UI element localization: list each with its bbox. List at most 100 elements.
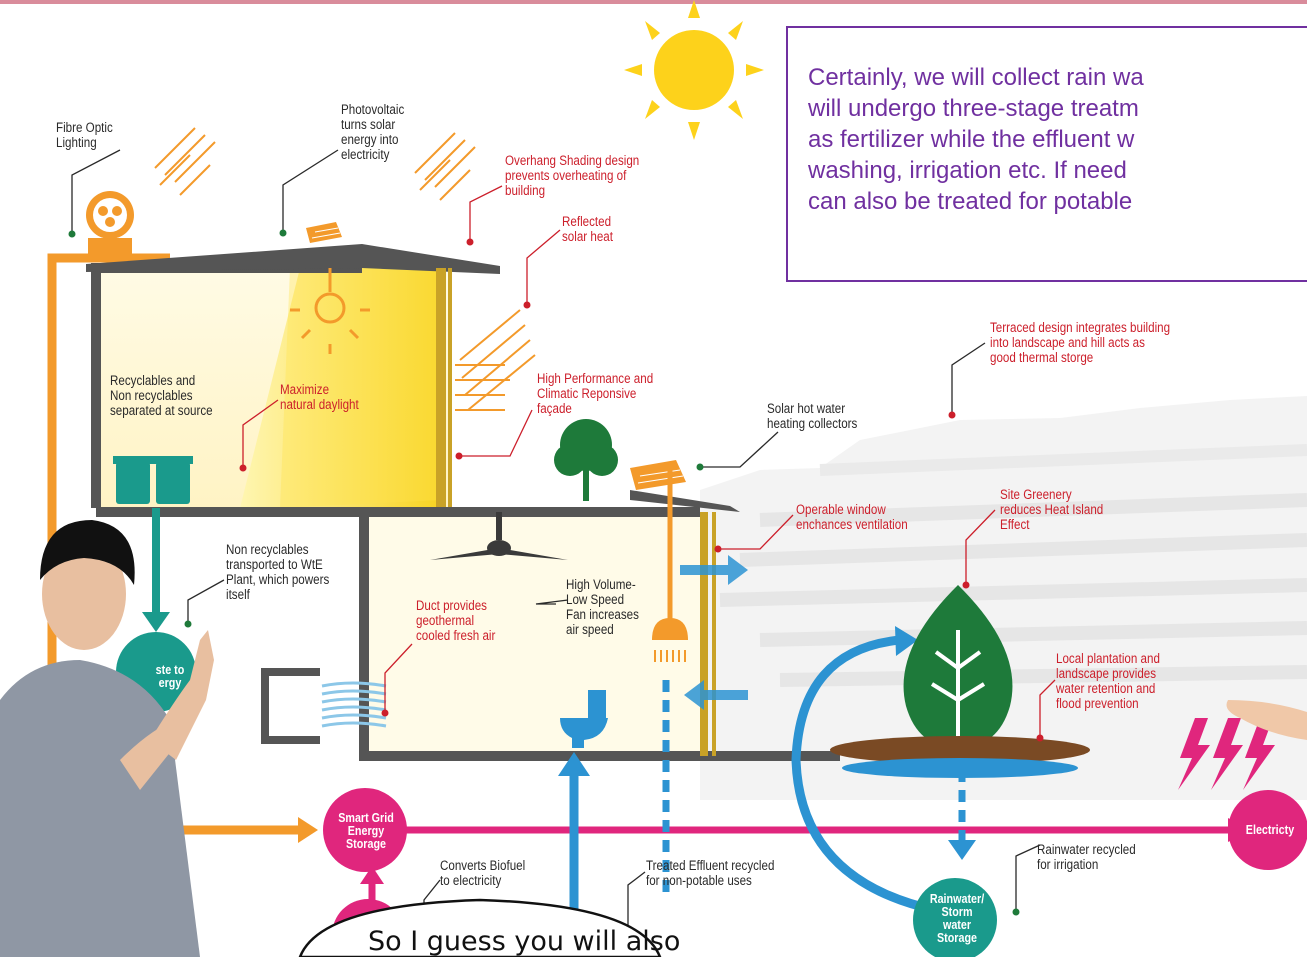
label-treated-effluent: Treated Effluent recycled for non-potabl… bbox=[646, 858, 774, 888]
label-line: water retention and bbox=[1056, 681, 1156, 696]
sun-rays bbox=[154, 127, 536, 411]
circle-line: Smart Grid bbox=[338, 811, 394, 825]
label-line: turns solar bbox=[341, 117, 396, 132]
label-line: Local plantation and bbox=[1056, 651, 1160, 666]
label-line: landscape provides bbox=[1056, 666, 1157, 681]
label-solar-hot-water: Solar hot water heating collectors bbox=[767, 401, 857, 431]
building-upper bbox=[86, 244, 500, 508]
label-line: Overhang Shading design bbox=[505, 153, 640, 168]
label-line: building bbox=[505, 183, 546, 198]
label-line: Terraced design integrates building bbox=[990, 320, 1171, 335]
label-overhang: Overhang Shading design prevents overhea… bbox=[505, 153, 639, 198]
fibre-optic-lamp-icon bbox=[86, 191, 134, 258]
label-line: Duct provides bbox=[416, 598, 487, 613]
label-line: into landscape and hill acts as bbox=[990, 335, 1145, 350]
geothermal-duct bbox=[261, 668, 387, 744]
label-line: Maximize bbox=[280, 382, 330, 397]
label-line: enchances ventilation bbox=[796, 517, 908, 532]
label-reflected: Reflected solar heat bbox=[562, 214, 613, 244]
circle-waste-to-energy: ste to ergy bbox=[144, 664, 196, 690]
label-line: energy into bbox=[341, 132, 399, 147]
label-operable-window: Operable window enchances ventilation bbox=[796, 502, 908, 532]
label-line: heating collectors bbox=[767, 416, 858, 431]
ceiling-fan-icon bbox=[430, 512, 568, 560]
label-site-greenery: Site Greenery reduces Heat Island Effect bbox=[1000, 487, 1103, 532]
label-line: façade bbox=[537, 401, 572, 416]
label-line: Fibre Optic bbox=[56, 120, 113, 135]
label-line: Treated Effluent recycled bbox=[646, 858, 775, 873]
label-recyclables: Recyclables and Non recyclables separate… bbox=[110, 373, 213, 418]
circle-rainwater-storage: Rainwater/ Storm water Storage bbox=[927, 893, 987, 945]
label-line: Lighting bbox=[56, 135, 97, 150]
label-line: to electricity bbox=[440, 873, 502, 888]
callout-line: washing, irrigation etc. If need bbox=[808, 157, 1127, 184]
circle-shapes bbox=[116, 508, 1307, 957]
label-line: Photovoltaic bbox=[341, 102, 405, 117]
label-daylight: Maximize natural daylight bbox=[280, 382, 359, 412]
leader-lines bbox=[71, 149, 1056, 940]
orange-arrow bbox=[298, 817, 318, 843]
label-line: Recyclables and bbox=[110, 373, 196, 388]
circle-smart-grid: Smart Grid Energy Storage bbox=[335, 812, 397, 851]
label-line: for irrigation bbox=[1037, 857, 1099, 872]
callout-box: Certainly, we will collect rain wa will … bbox=[786, 26, 1307, 282]
label-line: transported to WtE bbox=[226, 557, 323, 572]
callout-line: Certainly, we will collect rain wa bbox=[808, 64, 1144, 91]
label-rainwater-recycled: Rainwater recycled for irrigation bbox=[1037, 842, 1136, 872]
callout-line: as fertilizer while the effluent w bbox=[808, 126, 1135, 153]
label-line: High Volume- bbox=[566, 577, 636, 592]
label-line: Low Speed bbox=[566, 592, 625, 607]
label-line: Fan increases bbox=[566, 607, 639, 622]
presenter-figure bbox=[0, 520, 214, 957]
label-line: Site Greenery bbox=[1000, 487, 1072, 502]
callout-line: will undergo three-stage treatm bbox=[808, 95, 1139, 122]
label-duct: Duct provides geothermal cooled fresh ai… bbox=[416, 598, 495, 643]
label-line: High Performance and bbox=[537, 371, 654, 386]
label-facade: High Performance and Climatic Reponsive … bbox=[537, 371, 653, 416]
circle-line: Storage bbox=[936, 931, 978, 945]
building-lower bbox=[96, 490, 840, 761]
leaf-icon bbox=[830, 585, 1090, 778]
circle-line: Storage bbox=[345, 837, 387, 851]
callout-text: Certainly, we will collect rain wa will … bbox=[808, 62, 1307, 217]
circle-line: ergy bbox=[158, 676, 182, 690]
label-line: prevents overheating of bbox=[505, 168, 627, 183]
label-line: separated at source bbox=[110, 403, 213, 418]
recycle-bin-icon bbox=[113, 456, 193, 504]
label-line: itself bbox=[226, 587, 250, 602]
label-line: Non recyclables bbox=[110, 388, 193, 403]
sun-icon bbox=[624, 0, 764, 140]
circle-line: Energy bbox=[347, 824, 385, 838]
label-line: Non recyclables bbox=[226, 542, 309, 557]
label-line: Operable window bbox=[796, 502, 886, 517]
label-line: good thermal storge bbox=[990, 350, 1094, 365]
label-line: Rainwater recycled bbox=[1037, 842, 1136, 857]
toilet-icon bbox=[560, 690, 608, 748]
speech-bubble-text: So I guess you will also bbox=[368, 926, 681, 957]
label-line: Converts Biofuel bbox=[440, 858, 526, 873]
label-line: Plant, which powers bbox=[226, 572, 330, 587]
label-biofuel: Converts Biofuel to electricity bbox=[440, 858, 525, 888]
label-line: Solar hot water bbox=[767, 401, 846, 416]
label-line: flood prevention bbox=[1056, 696, 1139, 711]
label-terraced: Terraced design integrates building into… bbox=[990, 320, 1170, 365]
circle-line: Electricty bbox=[1245, 823, 1295, 837]
leader-dots bbox=[68, 229, 1044, 916]
lightning-icon bbox=[1178, 718, 1275, 790]
light-bulb-icon bbox=[290, 268, 370, 354]
top-band bbox=[0, 0, 1307, 4]
circle-line: Storm bbox=[941, 905, 973, 919]
label-photovoltaic: Photovoltaic turns solar energy into ele… bbox=[341, 102, 404, 162]
label-line: Reflected bbox=[562, 214, 612, 229]
label-fibre-optic: Fibre Optic Lighting bbox=[56, 120, 113, 150]
circle-electricity: Electricty bbox=[1237, 824, 1302, 837]
label-fan: High Volume- Low Speed Fan increases air… bbox=[566, 577, 639, 637]
circle-line: ste to bbox=[155, 663, 185, 677]
shower-icon bbox=[652, 470, 688, 662]
label-local-plantation: Local plantation and landscape provides … bbox=[1056, 651, 1160, 711]
label-line: for non-potable uses bbox=[646, 873, 752, 888]
label-line: geothermal bbox=[416, 613, 475, 628]
label-line: Climatic Reponsive bbox=[537, 386, 637, 401]
